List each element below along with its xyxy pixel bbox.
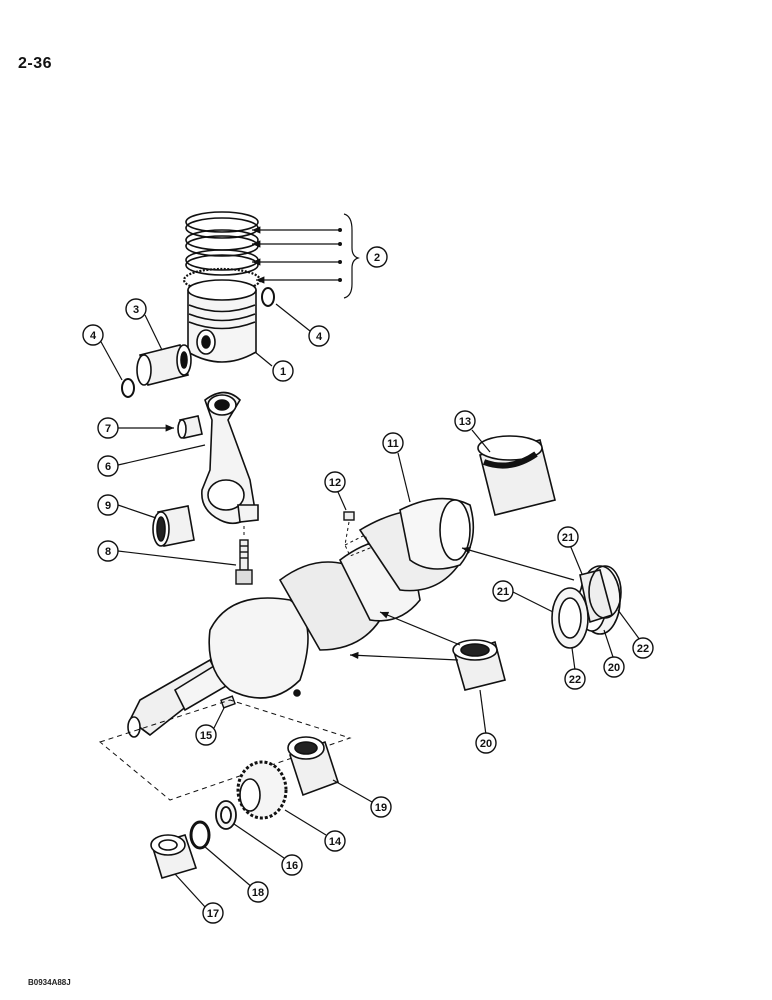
svg-text:14: 14 [329,836,342,848]
svg-text:7: 7 [105,423,111,435]
svg-text:21: 21 [562,532,574,544]
connecting-rod [201,391,259,525]
svg-text:20: 20 [608,662,620,674]
page-number: 2-36 [18,55,53,72]
main-bearing-13 [477,435,556,516]
callout-2: 2 [366,246,388,268]
svg-text:3: 3 [133,304,139,316]
svg-text:19: 19 [375,802,387,814]
callout-3: 3 [125,298,147,320]
callout-21-upper: 21 [557,526,579,548]
crankshaft-key-12 [343,511,355,521]
crankshaft [127,497,475,738]
callouts: 1 2 3 4 4 6 7 8 9 11 12 13 14 15 16 17 1… [82,246,654,924]
thrust-washers-21-22 [551,565,622,649]
leader-lines [99,213,641,909]
crankshaft-gear [236,760,288,820]
callout-8: 8 [97,540,119,562]
svg-text:20: 20 [480,738,492,750]
callout-17: 17 [202,902,224,924]
leader-dots [338,228,342,282]
callout-1: 1 [272,360,294,382]
svg-text:13: 13 [459,416,471,428]
callout-15: 15 [195,724,217,746]
callout-11: 11 [382,432,404,454]
svg-text:6: 6 [105,461,111,473]
svg-text:22: 22 [569,674,581,686]
svg-text:11: 11 [387,438,399,450]
svg-text:4: 4 [90,330,97,342]
svg-text:1: 1 [280,366,286,378]
svg-text:15: 15 [200,730,212,742]
svg-text:8: 8 [105,546,111,558]
rod-bolt [235,539,253,585]
rod-bushing [177,415,203,439]
callout-7: 7 [97,417,119,439]
o-ring-18 [189,820,211,850]
callout-19: 19 [370,796,392,818]
callout-20-lower: 20 [475,732,497,754]
callout-22-right: 22 [632,637,654,659]
svg-text:22: 22 [637,643,649,655]
oil-seal-sleeve-17 [150,834,198,879]
callout-4-left: 4 [82,324,104,346]
callout-12: 12 [324,471,346,493]
svg-text:12: 12 [329,477,341,489]
callout-13: 13 [454,410,476,432]
callout-18: 18 [247,881,269,903]
snap-ring-left [121,378,135,398]
snap-ring-right [261,287,275,307]
callout-16: 16 [281,854,303,876]
svg-text:21: 21 [497,586,509,598]
piston-pin [136,344,192,386]
spacer-ring-16 [215,800,237,830]
rod-bearing [152,505,195,547]
crankshaft-key-15 [220,695,236,709]
svg-text:17: 17 [207,908,219,920]
piston-rings [182,211,262,293]
callout-9: 9 [97,494,119,516]
projection-outline [98,699,352,801]
drawing-code: B0934A88J [28,978,71,987]
gear-sleeve [287,736,339,797]
callout-20-right: 20 [603,656,625,678]
callout-21-lower: 21 [492,580,514,602]
svg-text:4: 4 [316,331,323,343]
callout-6: 6 [97,455,119,477]
svg-text:9: 9 [105,500,111,512]
svg-text:16: 16 [286,860,298,872]
svg-text:2: 2 [374,252,380,264]
main-bearing-20-center [452,639,506,691]
callout-4-right: 4 [308,325,330,347]
callout-22-lower: 22 [564,668,586,690]
callout-14: 14 [324,830,346,852]
piston [187,279,257,363]
svg-text:18: 18 [252,887,264,899]
